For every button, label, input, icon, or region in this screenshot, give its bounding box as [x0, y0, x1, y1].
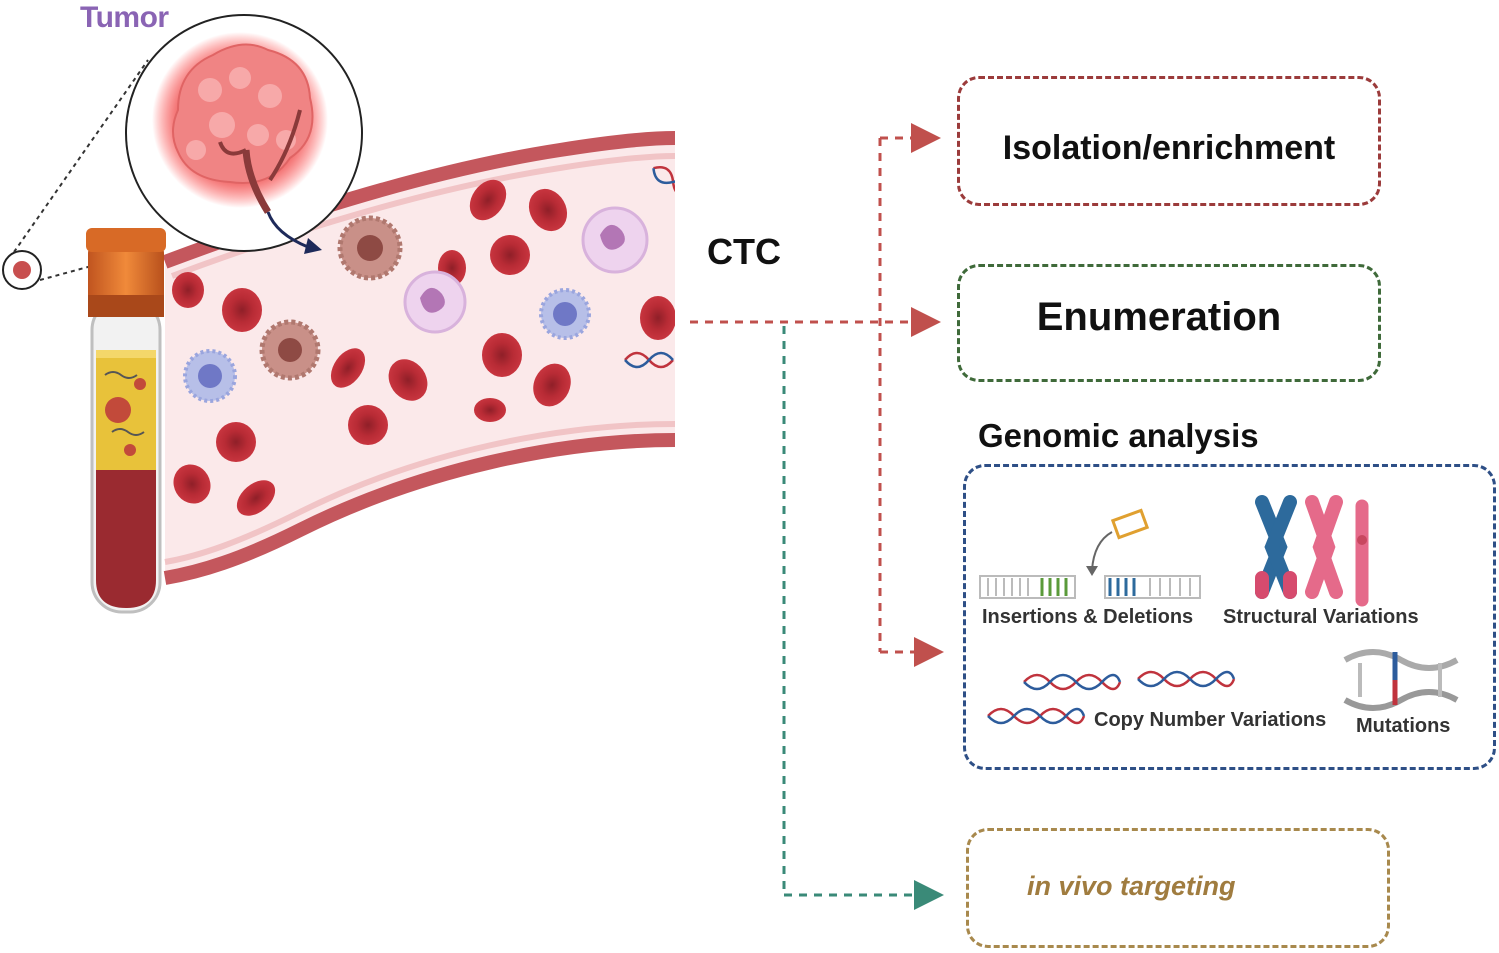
red-blood-cell	[236, 480, 276, 516]
in-vivo-box: in vivo targeting	[966, 828, 1390, 948]
ctc-label: CTC	[707, 231, 781, 272]
red-blood-cell	[222, 288, 262, 332]
dna-icon	[624, 166, 675, 369]
blood-vessel	[162, 131, 676, 585]
mutation-dna-icon	[1343, 649, 1459, 711]
cnv-dna-icon	[987, 670, 1236, 725]
tumor-label: Tumor	[80, 1, 169, 34]
red-blood-cell	[330, 348, 366, 388]
indel-icon	[979, 508, 1201, 599]
red-arrow-network	[690, 123, 944, 667]
mutations-label: Mutations	[1356, 715, 1451, 737]
enumeration-box: Enumeration	[957, 264, 1381, 382]
red-blood-cell	[172, 272, 204, 308]
green-arrow	[782, 326, 944, 910]
red-blood-cell	[528, 188, 568, 232]
red-blood-cell	[469, 179, 507, 221]
indels-label: Insertions & Deletions	[982, 606, 1194, 628]
in-vivo-title: in vivo targeting	[1027, 871, 1236, 901]
genomic-analysis-header: Genomic analysis	[978, 417, 1259, 454]
genomic-analysis-box	[963, 464, 1496, 770]
red-blood-cell	[216, 422, 256, 462]
structural-variations-label: Structural Variations	[1223, 606, 1419, 628]
red-blood-cell	[388, 359, 428, 401]
blood-cells	[172, 166, 675, 516]
red-blood-cell	[173, 464, 211, 504]
enumeration-title: Enumeration	[1036, 295, 1282, 339]
tumor-zoom	[2, 14, 363, 290]
red-blood-cell	[490, 235, 530, 275]
isolation-title: Isolation/enrichment	[1002, 129, 1336, 167]
red-blood-cell	[640, 296, 675, 340]
red-blood-cell	[474, 398, 506, 422]
red-blood-cell	[482, 333, 522, 377]
copy-number-variations-label: Copy Number Variations	[1094, 709, 1327, 731]
red-blood-cell	[348, 405, 388, 445]
isolation-box: Isolation/enrichment	[957, 76, 1381, 206]
blood-tube-icon	[86, 228, 166, 614]
red-blood-cell	[533, 363, 571, 407]
chromosome-icon	[1255, 495, 1369, 607]
